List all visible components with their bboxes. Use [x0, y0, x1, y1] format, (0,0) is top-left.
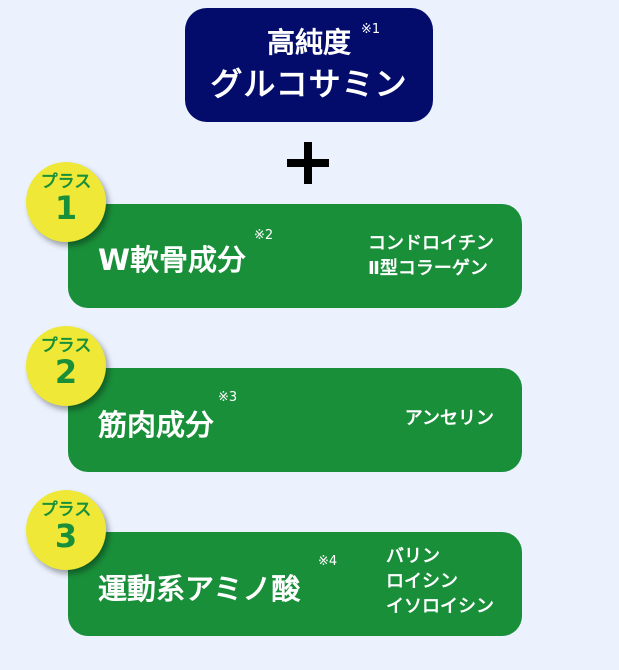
plus-badge-1: プラス 1 — [26, 162, 106, 242]
header-box: 高純度 ※1 グルコサミン — [185, 8, 433, 122]
card-item: アンセリン — [404, 408, 494, 429]
card-footnote-mark: ※4 — [318, 554, 338, 569]
card-item: イソロイシン — [386, 596, 494, 617]
card-item: ロイシン — [386, 571, 458, 592]
plus-badge-2: プラス 2 — [26, 326, 106, 406]
card-item: コンドロイチン — [368, 233, 494, 254]
card-title: W軟骨成分 — [98, 243, 246, 277]
plus-badge-3: プラス 3 — [26, 490, 106, 570]
header-line-1-text: 高純度 — [266, 26, 351, 59]
card-footnote-mark: ※2 — [254, 228, 274, 243]
card-plus-1: W軟骨成分 ※2 コンドロイチン Ⅱ型コラーゲン — [68, 204, 522, 308]
card-title: 運動系アミノ酸 — [98, 572, 301, 606]
badge-label: プラス — [40, 500, 92, 520]
card-item: バリン — [386, 546, 440, 567]
card-item: Ⅱ型コラーゲン — [368, 258, 488, 279]
plus-icon — [287, 142, 329, 184]
badge-label: プラス — [40, 172, 92, 192]
card-plus-3: 運動系アミノ酸 ※4 バリン ロイシン イソロイシン — [68, 532, 522, 636]
header-line-1: 高純度 — [185, 27, 433, 59]
card-items: コンドロイチン Ⅱ型コラーゲン — [368, 231, 494, 281]
badge-number: 2 — [54, 353, 78, 391]
card-title: 筋肉成分 — [98, 408, 215, 442]
card-footnote-mark: ※3 — [218, 390, 238, 405]
header-footnote-mark: ※1 — [361, 22, 381, 37]
card-items: アンセリン — [405, 406, 494, 431]
badge-number: 1 — [54, 189, 78, 227]
badge-label: プラス — [40, 336, 92, 356]
badge-number: 3 — [54, 517, 78, 555]
card-plus-2: 筋肉成分 ※3 アンセリン — [68, 368, 522, 472]
card-items: バリン ロイシン イソロイシン — [386, 544, 494, 619]
header-line-2: グルコサミン — [210, 65, 408, 103]
